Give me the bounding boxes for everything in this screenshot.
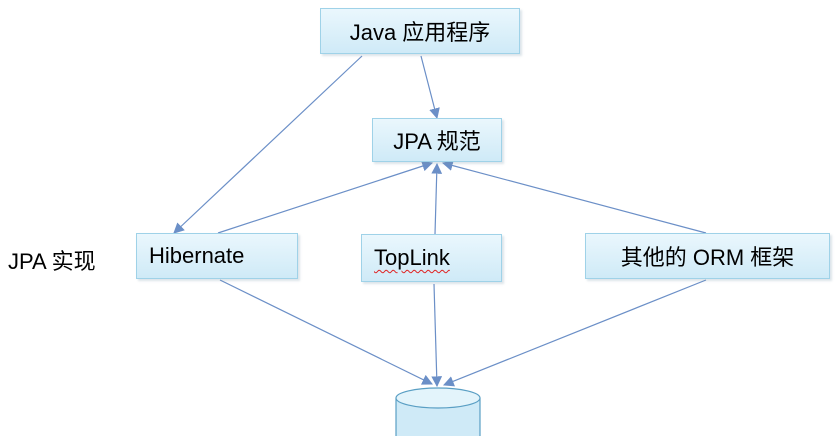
other-orm-box: 其他的 ORM 框架 [585, 233, 830, 279]
java-application-label: Java 应用程序 [349, 20, 491, 45]
arrow-java-to-jpa-spec [420, 55, 440, 120]
arrow-java-to-hibernate [173, 55, 363, 234]
other-orm-label: 其他的 ORM 框架 [620, 245, 795, 270]
arrow-toplink-to-database [431, 283, 443, 388]
arrow-toplink-to-jpa-spec [431, 162, 443, 235]
arrow-other-orm-to-database [442, 279, 707, 387]
database-icon [395, 387, 481, 436]
java-application-box: Java 应用程序 [320, 8, 520, 54]
arrow-hibernate-to-jpa-spec [217, 160, 434, 234]
toplink-label: TopLink [374, 245, 450, 270]
jpa-spec-label: JPA 规范 [393, 129, 481, 154]
toplink-box: TopLink [361, 234, 502, 282]
hibernate-box: Hibernate [136, 233, 298, 279]
hibernate-label: Hibernate [149, 243, 245, 268]
arrow-other-orm-to-jpa-spec [441, 160, 707, 234]
arrow-hibernate-to-database [219, 279, 433, 385]
jpa-spec-box: JPA 规范 [372, 118, 502, 162]
jpa-implementation-label: JPA 实现 [8, 249, 96, 274]
